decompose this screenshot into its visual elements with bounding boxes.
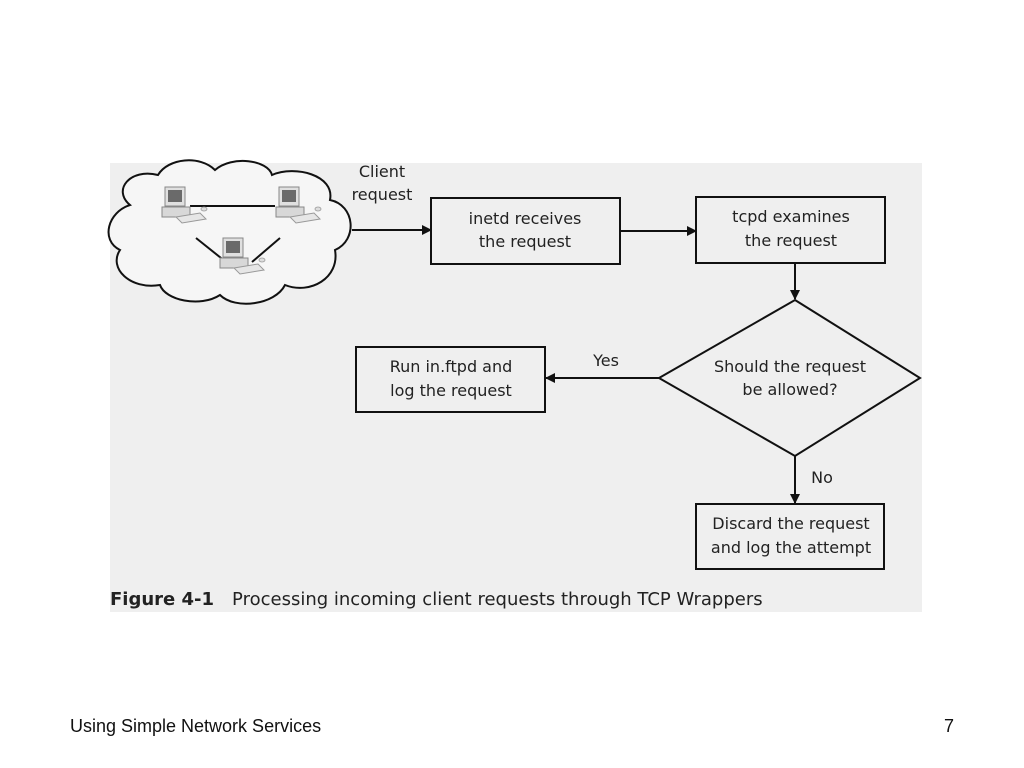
node-run-ftpd-line1: Run in.ftpd and: [390, 357, 513, 376]
node-tcpd: tcpd examines the request: [695, 196, 886, 264]
footer-title: Using Simple Network Services: [70, 716, 322, 736]
edge-label-client-request-line1: Client: [359, 162, 405, 181]
network-cloud-icon: [107, 159, 352, 305]
node-discard: Discard the request and log the attempt: [695, 503, 885, 570]
edge-label-no: No: [811, 468, 833, 487]
figure-caption: Figure 4-1 Processing incoming client req…: [110, 589, 763, 610]
node-decision: Should the request be allowed?: [656, 298, 922, 458]
node-inetd-line2: the request: [479, 232, 571, 251]
computer-network: [161, 186, 322, 275]
node-run-ftpd: Run in.ftpd and log the request: [355, 346, 546, 413]
edge-label-yes: Yes: [592, 351, 619, 370]
node-inetd: inetd receives the request: [430, 197, 621, 265]
node-decision-line2: be allowed?: [742, 380, 837, 399]
page-number: 7: [943, 716, 954, 736]
node-decision-line1: Should the request: [714, 357, 866, 376]
figure-caption-text: Processing incoming client requests thro…: [232, 589, 763, 610]
node-discard-line2: and log the attempt: [711, 538, 871, 557]
node-run-ftpd-line2: log the request: [390, 381, 512, 400]
node-tcpd-line1: tcpd examines: [732, 207, 850, 226]
node-tcpd-line2: the request: [745, 231, 837, 250]
figure-number: Figure 4-1: [110, 589, 215, 610]
node-inetd-line1: inetd receives: [469, 209, 582, 228]
edge-label-client-request-line2: request: [352, 185, 413, 204]
node-discard-line1: Discard the request: [712, 514, 869, 533]
